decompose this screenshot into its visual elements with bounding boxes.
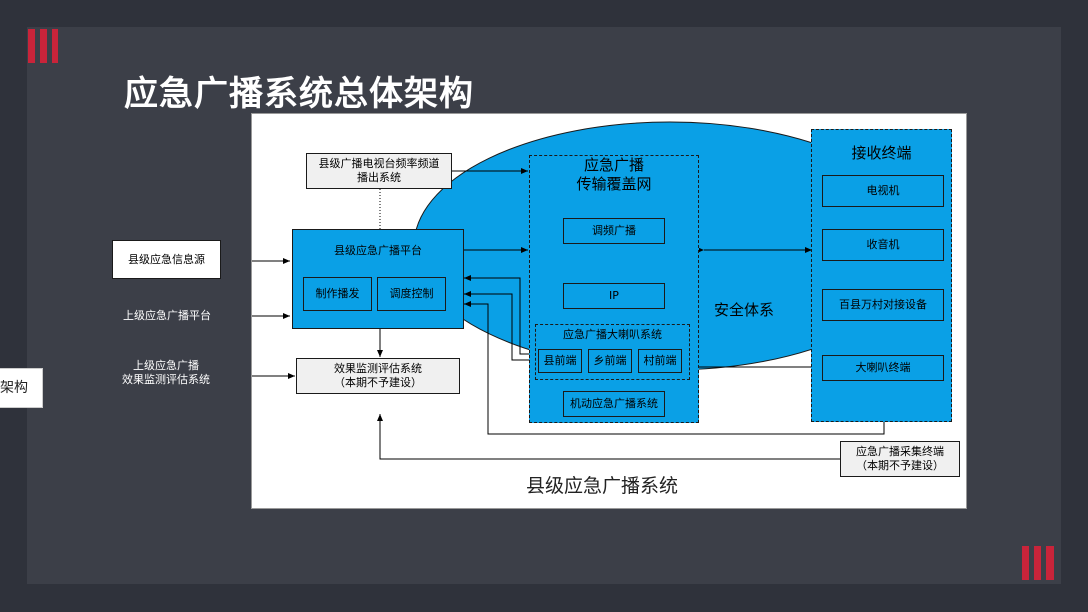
network-title: 应急广播 传输覆盖网 (576, 156, 652, 193)
architecture-diagram: 县级广播电视台频率频道 播出系统 应急广播 传输覆盖网 调频广播 IP 应急广播… (251, 113, 967, 509)
monitor-box: 效果监测评估系统 （本期不予建设） (296, 358, 460, 394)
deco-bar-bottom-2 (1034, 546, 1041, 580)
connector-terminals-platform (464, 301, 885, 435)
tv-channel-box: 县级广播电视台频率频道 播出系统 (306, 153, 452, 189)
collector-box: 应急广播采集终端 （本期不予建设） (840, 441, 960, 477)
village-front-box: 村前端 (638, 349, 682, 373)
side-tab[interactable]: 架构 (0, 368, 43, 408)
speaker-terminal-box: 大喇叭终端 (822, 355, 944, 381)
terminals-title: 接收终端 (851, 144, 912, 162)
village-device-box: 百县万村对接设备 (822, 289, 944, 321)
connector-speaker-platform-2 (464, 291, 542, 361)
tv-terminal-box: 电视机 (822, 175, 944, 207)
deco-bar-top-1 (28, 29, 35, 63)
mobile-box: 机动应急广播系统 (563, 391, 665, 417)
security-label: 安全体系 (714, 301, 775, 319)
speaker-system-box (535, 324, 690, 380)
upper-monitor-label: 上级应急广播 效果监测评估系统 (122, 359, 210, 386)
deco-bar-bottom-3 (1046, 546, 1054, 580)
slide-title: 应急广播系统总体架构 (124, 74, 474, 114)
fm-box: 调频广播 (563, 218, 665, 244)
terminals-box (811, 129, 952, 422)
county-front-box: 县前端 (538, 349, 582, 373)
control-box: 调度控制 (377, 277, 446, 311)
info-source-box: 县级应急信息源 (112, 240, 221, 279)
speaker-system-title: 应急广播大喇叭系统 (563, 328, 662, 341)
deco-bar-top-2 (40, 29, 47, 63)
network-box (529, 155, 699, 423)
connector-collector-monitor (377, 414, 840, 460)
ip-box: IP (563, 283, 665, 309)
diagram-caption: 县级应急广播系统 (525, 475, 678, 497)
upper-platform-label: 上级应急广播平台 (123, 309, 211, 322)
radio-terminal-box: 收音机 (822, 229, 944, 261)
platform-box (292, 229, 464, 329)
town-front-box: 乡前端 (588, 349, 632, 373)
deco-bar-top-3 (52, 29, 58, 63)
produce-box: 制作播发 (303, 277, 372, 311)
deco-bar-bottom-1 (1022, 546, 1029, 580)
platform-title: 县级应急广播平台 (334, 244, 422, 257)
